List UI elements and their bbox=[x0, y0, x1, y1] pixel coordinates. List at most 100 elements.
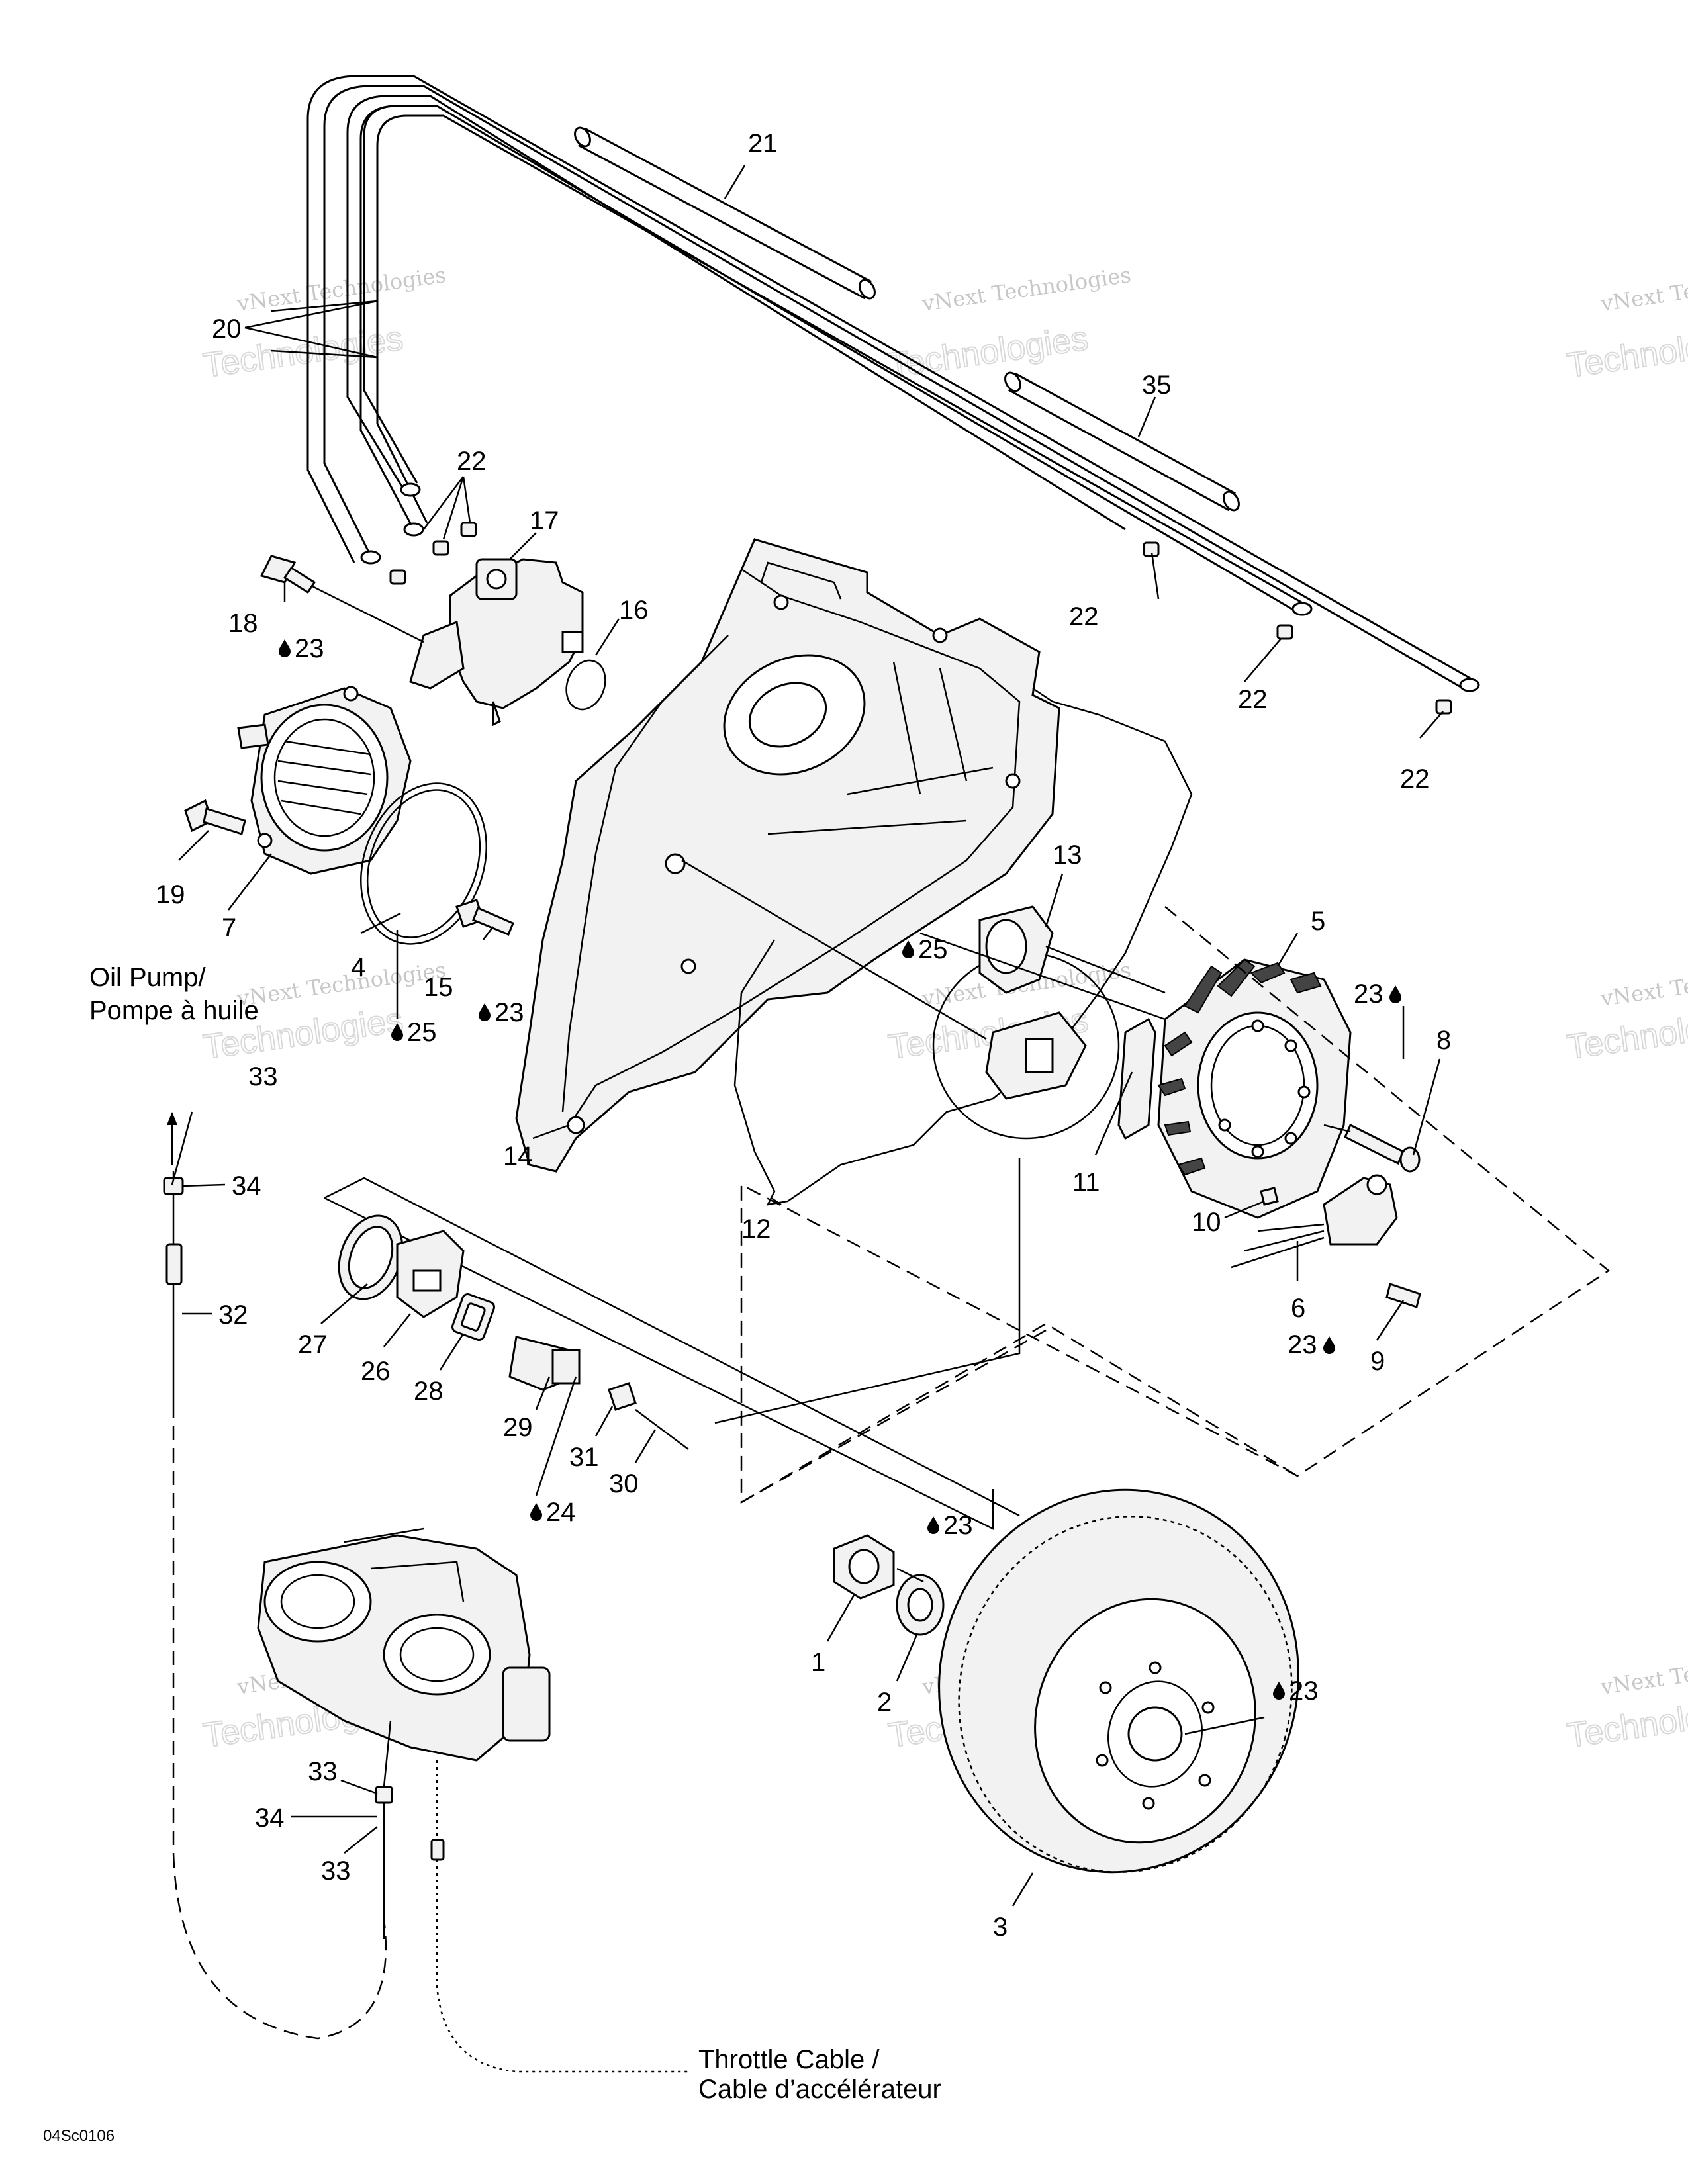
pump-cover-7 bbox=[237, 686, 412, 875]
callout-28: 28 bbox=[414, 1377, 444, 1406]
svg-text:24: 24 bbox=[546, 1498, 576, 1527]
oil-tubes bbox=[306, 75, 1480, 692]
callout-26: 26 bbox=[361, 1357, 391, 1386]
lubricant-23: 23 bbox=[279, 634, 324, 663]
stator-5 bbox=[1157, 958, 1352, 1219]
throttle-cable-label-fr: Cable d’accélérateur bbox=[698, 2075, 941, 2104]
clamp bbox=[1435, 699, 1452, 715]
callout-34: 34 bbox=[255, 1803, 285, 1833]
hose-21 bbox=[574, 126, 876, 300]
callout-8: 8 bbox=[1436, 1026, 1451, 1055]
grommet-28 bbox=[451, 1293, 495, 1341]
clamp bbox=[432, 540, 449, 556]
svg-text:23: 23 bbox=[295, 634, 324, 663]
detail-box bbox=[324, 1158, 1021, 1531]
oil-drop-icon bbox=[279, 639, 291, 657]
svg-text:25: 25 bbox=[918, 935, 948, 964]
callout-33: 33 bbox=[248, 1062, 278, 1091]
oil-drop-icon bbox=[479, 1003, 491, 1021]
callout-20: 20 bbox=[212, 314, 242, 343]
engine-housing bbox=[515, 538, 1060, 1173]
bracket-11 bbox=[1117, 1017, 1156, 1140]
svg-text:23: 23 bbox=[1289, 1676, 1319, 1706]
clamp bbox=[1143, 541, 1160, 557]
tube-end bbox=[400, 482, 421, 497]
oil-pump-label: Oil Pump/ Pompe à huile bbox=[89, 963, 259, 1025]
callout-33: 33 bbox=[308, 1757, 338, 1786]
callout-22: 22 bbox=[1400, 764, 1430, 794]
callout-14: 14 bbox=[503, 1142, 533, 1171]
callout-15: 15 bbox=[424, 973, 453, 1002]
tube-end bbox=[1459, 678, 1480, 692]
connector-detail bbox=[985, 1011, 1087, 1100]
callout-19: 19 bbox=[156, 880, 185, 909]
tube-end bbox=[360, 550, 381, 565]
connector-29 bbox=[508, 1336, 581, 1391]
callout-9: 9 bbox=[1370, 1347, 1385, 1376]
svg-text:vNext Technologies: vNext Technologies bbox=[920, 262, 1133, 316]
clamp bbox=[1276, 624, 1293, 640]
callout-35: 35 bbox=[1142, 371, 1172, 400]
callout-22: 22 bbox=[1069, 602, 1099, 631]
watermark: vNext Technologies Technologies bbox=[1564, 1645, 1688, 1756]
lubricant-25: 25 bbox=[902, 935, 948, 964]
bolt-18 bbox=[259, 555, 424, 643]
oil-drop-icon bbox=[902, 940, 914, 958]
callout-33: 33 bbox=[321, 1856, 351, 1886]
hose-35 bbox=[1004, 371, 1240, 512]
clamp bbox=[389, 569, 406, 585]
lubricant-23: 23 bbox=[1288, 1330, 1335, 1359]
lubricant-23: 23 bbox=[479, 998, 524, 1027]
throttle-body bbox=[257, 1527, 551, 1762]
flywheel-3 bbox=[938, 1488, 1299, 1874]
callout-10: 10 bbox=[1192, 1208, 1221, 1237]
tube-end bbox=[403, 522, 424, 537]
callout-18: 18 bbox=[228, 609, 258, 638]
oil-drop-icon bbox=[1389, 985, 1401, 1003]
lubricant-23: 23 bbox=[1354, 979, 1401, 1009]
clamps-22 bbox=[389, 522, 1452, 715]
throttle-cable-label: Throttle Cable / Cable d’accélérateur bbox=[698, 2045, 941, 2104]
bolt-10 bbox=[1260, 1187, 1279, 1206]
callout-4: 4 bbox=[351, 953, 365, 982]
connector-31 bbox=[608, 1382, 637, 1411]
svg-text:23: 23 bbox=[494, 998, 524, 1027]
callout-22: 22 bbox=[1238, 685, 1268, 714]
bolt-9 bbox=[1385, 1283, 1421, 1308]
callout-29: 29 bbox=[503, 1413, 533, 1442]
throttle-cable-label-en: Throttle Cable / bbox=[698, 2045, 880, 2074]
svg-text:23: 23 bbox=[943, 1511, 973, 1540]
callout-11: 11 bbox=[1072, 1168, 1100, 1197]
bolt-19 bbox=[184, 799, 246, 835]
svg-text:23: 23 bbox=[1288, 1330, 1317, 1359]
svg-text:vNext Technologies: vNext Technologies bbox=[1599, 957, 1688, 1011]
callout-5: 5 bbox=[1311, 907, 1325, 936]
oil-drop-icon bbox=[530, 1503, 542, 1521]
oil-pump-label-fr: Pompe à huile bbox=[89, 996, 259, 1025]
oil-pump-cable bbox=[163, 1112, 387, 2040]
lubricant-23: 23 bbox=[927, 1511, 973, 1540]
callout-31: 31 bbox=[569, 1443, 599, 1472]
callout-34: 34 bbox=[232, 1171, 261, 1201]
lubricant-markers: 23 23 25 25 23 23 24 23 bbox=[279, 634, 1401, 1706]
gasket-12 bbox=[733, 687, 1193, 1206]
callout-3: 3 bbox=[993, 1913, 1008, 1942]
callout-32: 32 bbox=[218, 1300, 248, 1330]
oil-drop-icon bbox=[927, 1516, 939, 1534]
lubricant-24: 24 bbox=[530, 1498, 576, 1527]
svg-text:23: 23 bbox=[1354, 979, 1383, 1009]
bolt-15 bbox=[455, 899, 514, 936]
sensor-6 bbox=[1231, 1174, 1398, 1269]
tube-end bbox=[1291, 602, 1313, 616]
svg-text:vNext Technologies: vNext Technologies bbox=[1599, 262, 1688, 316]
callout-22: 22 bbox=[457, 447, 487, 476]
bolt-8 bbox=[1344, 1123, 1421, 1173]
callout-13: 13 bbox=[1053, 841, 1082, 870]
lubricant-23: 23 bbox=[1273, 1676, 1319, 1706]
svg-text:Technologies: Technologies bbox=[1565, 1689, 1688, 1755]
o-ring-16 bbox=[565, 659, 606, 711]
oil-drop-icon bbox=[1323, 1336, 1335, 1354]
callout-17: 17 bbox=[530, 506, 559, 535]
